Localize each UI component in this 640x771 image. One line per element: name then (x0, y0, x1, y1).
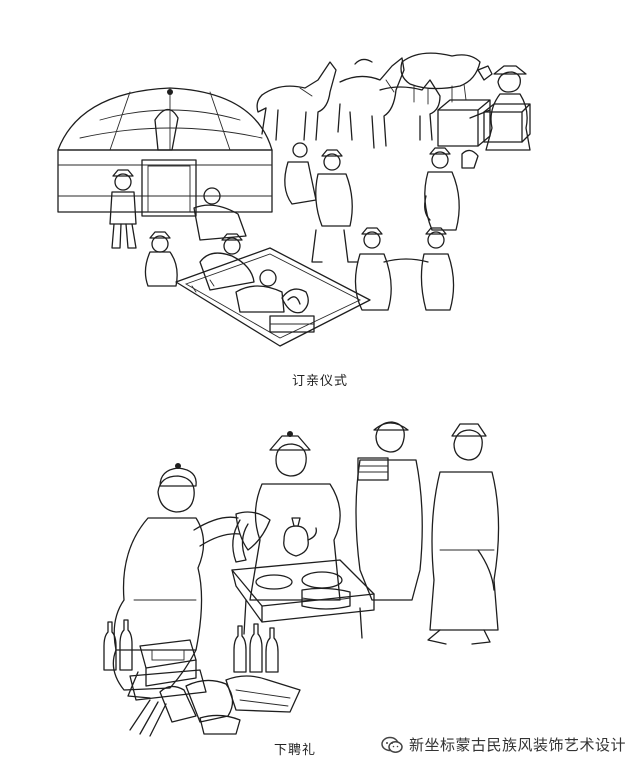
betrothal-gifts-drawing (103, 421, 500, 737)
gift-boxes-and-fabric (129, 639, 301, 737)
watermark-text: 新坐标蒙古民族风装饰艺术设计 (408, 736, 626, 754)
man-standing-by-yurt (109, 169, 137, 249)
seated-man-receiving (112, 463, 241, 699)
wechat-official-account-icon (381, 736, 403, 753)
kneeling-figures-group (144, 187, 285, 313)
man-offering-hada (232, 431, 341, 601)
horses-group (256, 57, 441, 149)
watermark: 新坐标蒙古民族风装饰艺术设计 (381, 734, 626, 755)
betrothal-gifts-illustration (0, 400, 640, 740)
betrothal-ceremony-illustration (0, 0, 640, 360)
standing-man-right (469, 65, 531, 151)
bottles-group (103, 619, 279, 673)
ceremonial-rug (175, 247, 371, 347)
yurt (57, 87, 273, 217)
figure-caption-betrothal: 订亲仪式 (291, 374, 348, 389)
gift-bundle (269, 288, 315, 333)
figure-caption-gifts: 下聘礼 (273, 743, 316, 758)
betrothal-ceremony-drawing (57, 52, 531, 347)
figures-group-right (284, 142, 479, 311)
low-table-with-offerings (231, 517, 375, 639)
standing-men-right (355, 421, 500, 645)
